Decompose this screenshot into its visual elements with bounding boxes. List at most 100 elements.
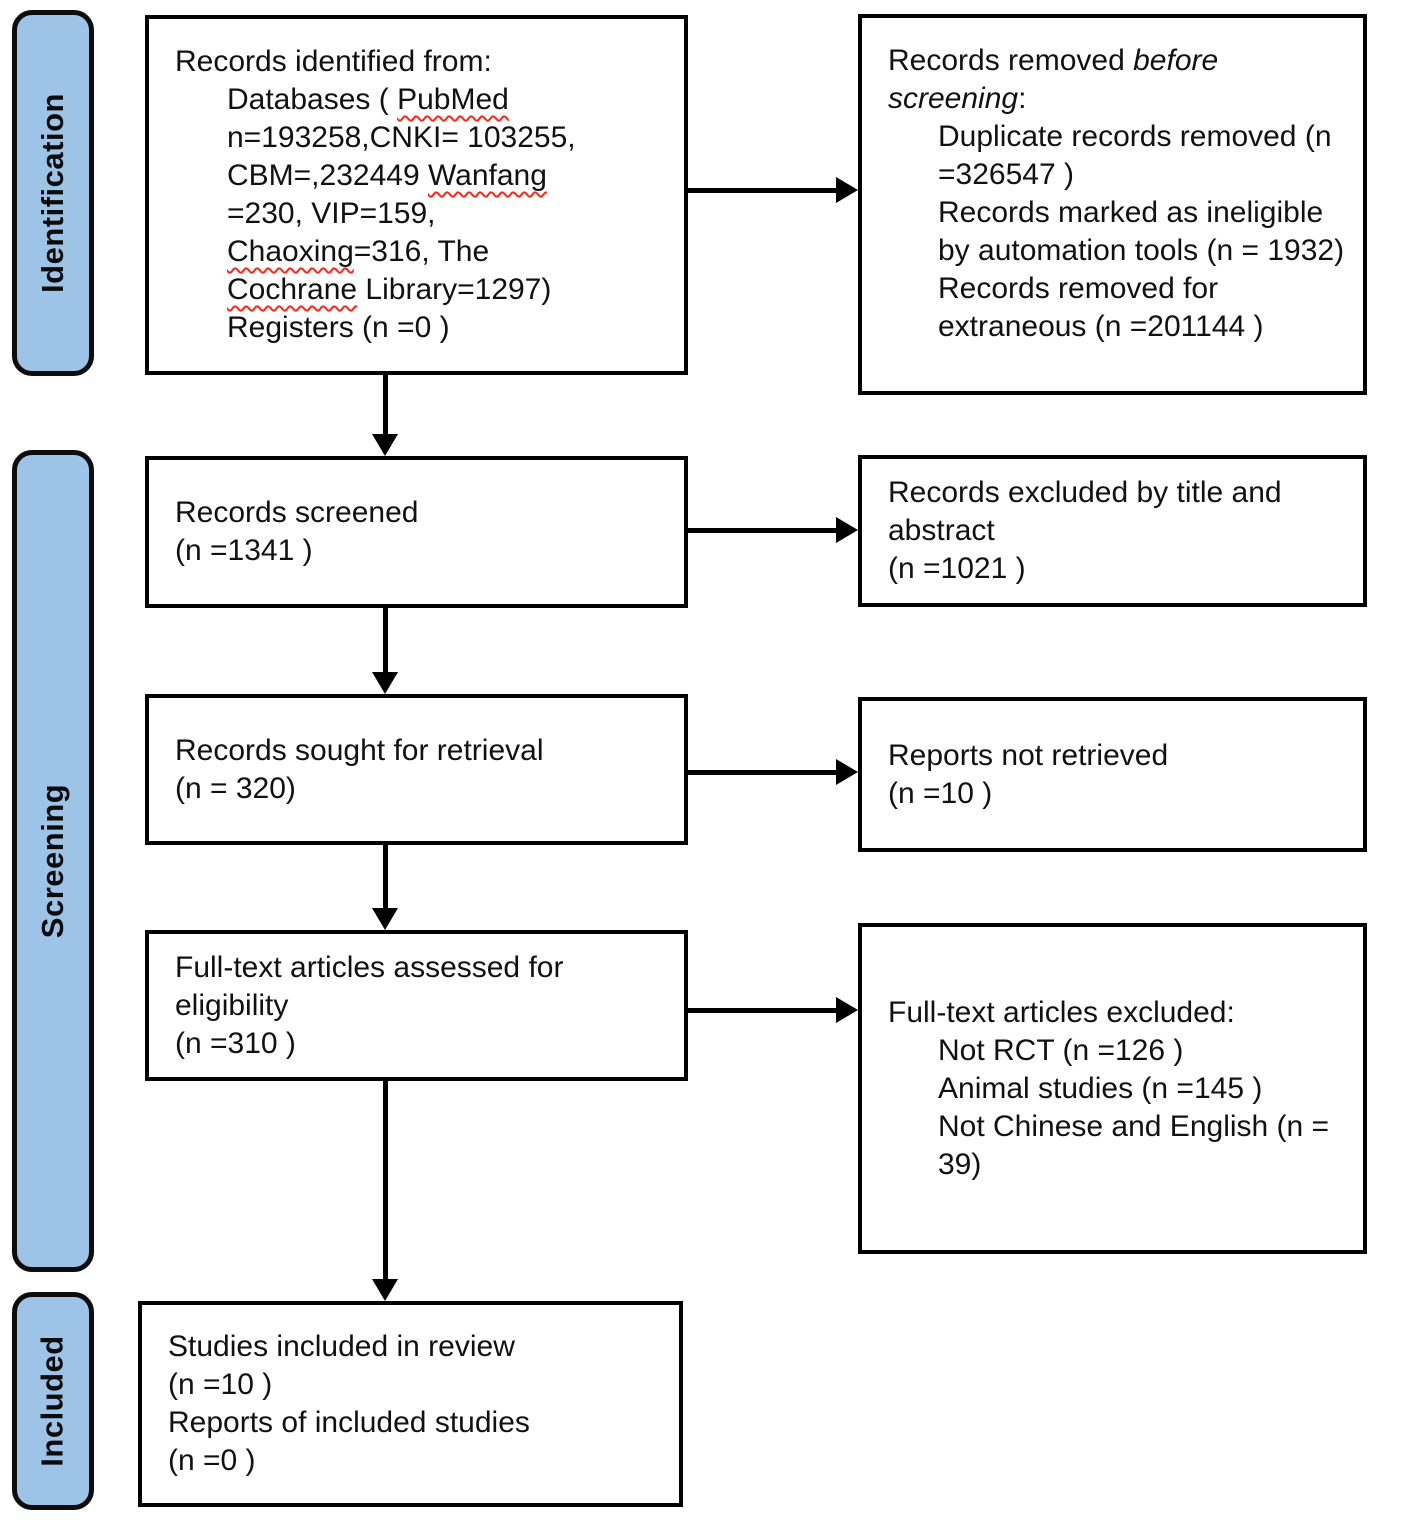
list-item: Records removed for extraneous (n =20114… (938, 270, 1347, 346)
counts-text: Library=1297) (357, 273, 552, 306)
sought-text: Records sought for retrieval (175, 733, 544, 767)
databases-text: Databases ( (227, 83, 398, 116)
arrow-assessed-to-included (370, 1081, 400, 1301)
text-line: =230, VIP=159, (227, 195, 668, 233)
arrow-shaft (382, 845, 388, 908)
sought-count: (n = 320) (175, 771, 296, 805)
arrow-assessed-to-fulltext-excluded (688, 995, 858, 1025)
box-records-screened: Records screened (n =1341 ) (145, 456, 688, 608)
included-studies-text: Studies included in review (168, 1330, 515, 1363)
stage-bar-screening: Screening (12, 450, 94, 1272)
text-line: Records excluded by title and (888, 474, 1347, 512)
text-line: Reports of included studies (168, 1404, 663, 1442)
list-item: Duplicate records removed (n =326547 ) (938, 118, 1347, 194)
stage-label-identification: Identification (35, 93, 71, 293)
misspelled-word-cochrane: Cochrane (227, 273, 358, 306)
box-fulltext-assessed: Full-text articles assessed for eligibil… (145, 930, 688, 1081)
removed-heading-italic: before screening (888, 44, 1219, 115)
text-line: abstract (888, 512, 1347, 550)
box-reports-not-retrieved: Reports not retrieved (n =10 ) (858, 697, 1367, 852)
arrow-head-down-icon (372, 908, 398, 930)
arrow-shaft (688, 527, 836, 533)
text-line: (n =1021 ) (888, 550, 1347, 588)
arrow-shaft (382, 375, 388, 434)
text-line: (n =10 ) (168, 1366, 663, 1404)
stage-label-screening: Screening (35, 783, 71, 939)
included-reports-text: Reports of included studies (168, 1406, 530, 1439)
fulltext-excluded-heading: Full-text articles excluded: (888, 995, 1235, 1029)
arrow-shaft (382, 608, 388, 672)
text-line: Studies included in review (168, 1328, 663, 1366)
text-line: Full-text articles assessed for (175, 949, 668, 987)
removed-heading: Records removed (888, 44, 1134, 77)
misspelled-word-wanfang: Wanfang (427, 159, 547, 192)
text-line: Reports not retrieved (888, 737, 1347, 775)
counts-text: n=193258,CNKI= 103255, (227, 121, 576, 154)
not-retrieved-count: (n =10 ) (888, 776, 993, 810)
arrow-shaft (688, 187, 836, 193)
assessed-count: (n =310 ) (175, 1026, 296, 1060)
excluded-abstract-text: abstract (888, 514, 995, 547)
box-records-identified: Records identified from: Databases ( Pub… (145, 15, 688, 375)
arrow-head-down-icon (372, 672, 398, 694)
list-item: Records marked as ineligible by automati… (938, 194, 1347, 270)
excluded-title-text: Records excluded by title and (888, 476, 1282, 509)
arrow-head-right-icon (836, 517, 858, 543)
arrow-identified-to-screened (370, 375, 400, 456)
registers-text: Registers (n =0 ) (227, 311, 450, 344)
text-line: Cochrane Library=1297) (227, 271, 668, 309)
text-line: Records identified from: (175, 43, 668, 81)
text-line: (n =310 ) (175, 1025, 668, 1063)
animal-studies-text: Animal studies (n =145 ) (938, 1071, 1263, 1105)
text-line: (n = 320) (175, 770, 668, 808)
text-line: n=193258,CNKI= 103255, (227, 119, 668, 157)
misspelled-word-pubmed: PubMed (397, 83, 509, 116)
included-reports-count: (n =0 ) (168, 1444, 256, 1477)
arrow-sought-to-not-retrieved (688, 757, 858, 787)
list-item: Not RCT (n =126 ) (938, 1032, 1347, 1070)
screened-count: (n =1341 ) (175, 534, 313, 567)
included-studies-count: (n =10 ) (168, 1368, 273, 1401)
not-retrieved-text: Reports not retrieved (888, 738, 1169, 772)
duplicates-removed-text: Duplicate records removed (n =326547 ) (938, 120, 1332, 191)
arrow-screened-to-excluded (688, 515, 858, 545)
arrow-sought-to-assessed (370, 845, 400, 930)
excluded-count: (n =1021 ) (888, 552, 1026, 585)
box-records-sought: Records sought for retrieval (n = 320) (145, 694, 688, 845)
extraneous-removed-text: Records removed for extraneous (n =20114… (938, 272, 1264, 343)
stage-bar-identification: Identification (12, 10, 94, 376)
arrow-shaft (382, 1081, 388, 1279)
box-records-excluded-title-abstract: Records excluded by title and abstract (… (858, 455, 1367, 607)
box-fulltext-excluded: Full-text articles excluded: Not RCT (n … (858, 923, 1367, 1254)
list-item: Not Chinese and English (n = 39) (938, 1108, 1347, 1184)
arrow-shaft (688, 1007, 836, 1013)
text-line: (n =1341 ) (175, 532, 668, 570)
box-studies-included: Studies included in review (n =10 ) Repo… (138, 1301, 683, 1507)
arrow-shaft (688, 769, 836, 775)
records-identified-heading: Records identified from: (175, 45, 492, 78)
screened-text: Records screened (175, 496, 419, 529)
list-item: Animal studies (n =145 ) (938, 1070, 1347, 1108)
automation-ineligible-text: Records marked as ineligible by automati… (938, 196, 1345, 267)
counts-text: CBM=,232449 (227, 159, 428, 192)
not-chinese-english-text: Not Chinese and English (n = 39) (938, 1109, 1330, 1181)
stage-label-included: Included (35, 1335, 71, 1467)
not-rct-text: Not RCT (n =126 ) (938, 1033, 1184, 1067)
arrow-head-down-icon (372, 434, 398, 456)
misspelled-word-chaoxing: Chaoxing (227, 235, 354, 268)
text-line: Records sought for retrieval (175, 732, 668, 770)
assessed-eligibility-text: eligibility (175, 988, 289, 1022)
text-line: Records removed before screening: (888, 42, 1347, 118)
text-line: CBM=,232449 Wanfang (227, 157, 668, 195)
text-line: Full-text articles excluded: (888, 994, 1347, 1032)
stage-bar-included: Included (12, 1292, 94, 1510)
removed-heading-colon: : (1018, 82, 1027, 115)
text-line: Registers (n =0 ) (227, 309, 668, 347)
arrow-head-right-icon (836, 759, 858, 785)
arrow-identified-to-removed (688, 175, 858, 205)
arrow-head-right-icon (836, 997, 858, 1023)
counts-text: =316, The (353, 235, 490, 268)
text-line: Databases ( PubMed (227, 81, 668, 119)
arrow-head-right-icon (836, 177, 858, 203)
